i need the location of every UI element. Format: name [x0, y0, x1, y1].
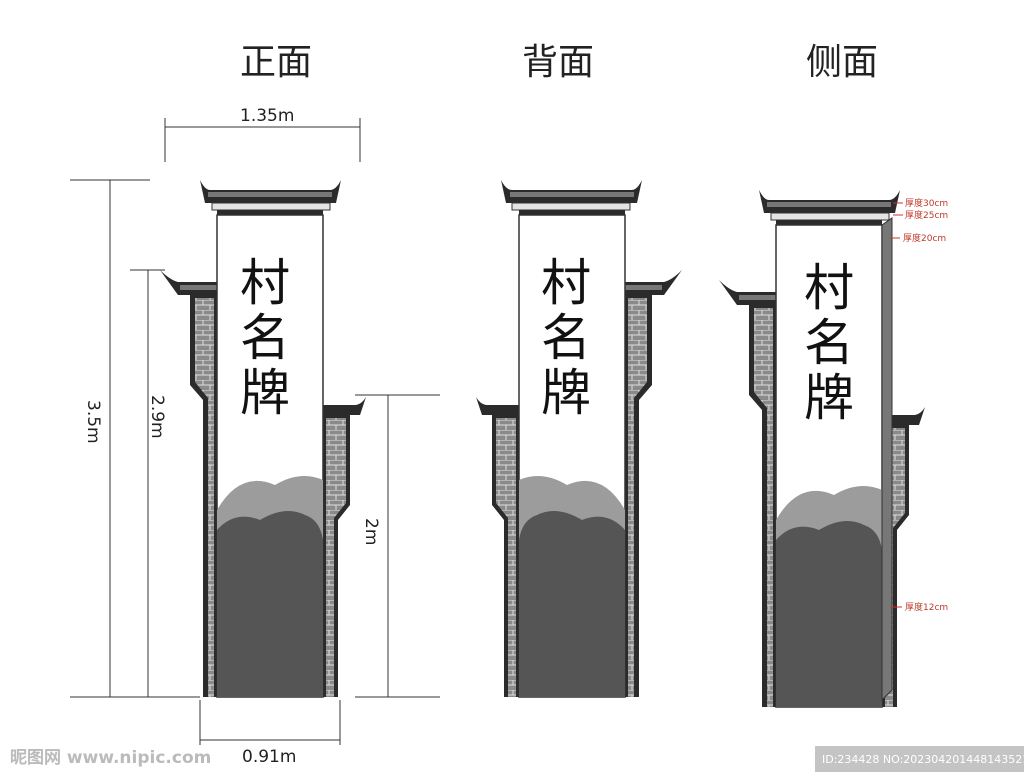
sign-char: 村 — [240, 254, 290, 312]
sign-char: 村 — [804, 259, 854, 317]
thickness-leaders — [890, 202, 903, 608]
view-title-back: 背面 — [522, 42, 594, 83]
image-id-box — [815, 746, 1024, 772]
sign-char: 名 — [804, 314, 854, 372]
thickness-12: 厚度12cm — [905, 601, 948, 613]
dim-right-wing-height: 2m — [361, 518, 381, 545]
dim-base-width: 0.91m — [242, 747, 296, 767]
view-title-front: 正面 — [240, 42, 312, 83]
sign-char: 村 — [541, 254, 591, 312]
watermark: 昵图网 www.nipic.com — [10, 748, 211, 768]
thickness-25: 厚度25cm — [905, 209, 948, 221]
sign-char: 牌 — [804, 369, 854, 427]
dim-left-wing-height: 2.9m — [147, 395, 167, 439]
thickness-20: 厚度20cm — [903, 232, 946, 244]
dim-top-width: 1.35m — [240, 106, 294, 126]
dimension-lines — [70, 118, 440, 745]
sign-text-front: 村 名 牌 — [240, 254, 290, 422]
thickness-30: 厚度30cm — [905, 197, 948, 209]
sign-char: 名 — [541, 309, 591, 367]
sign-text-back: 村 名 牌 — [541, 254, 591, 422]
sign-char: 牌 — [240, 364, 290, 422]
sign-text-side: 村 名 牌 — [804, 259, 854, 427]
sign-char: 牌 — [541, 364, 591, 422]
side-pillar — [718, 189, 926, 708]
sign-char: 名 — [240, 309, 290, 367]
image-id: ID:234428 NO:20230420144814352109 — [822, 753, 1024, 766]
dim-total-height: 3.5m — [83, 400, 103, 444]
view-title-side: 侧面 — [806, 42, 878, 83]
